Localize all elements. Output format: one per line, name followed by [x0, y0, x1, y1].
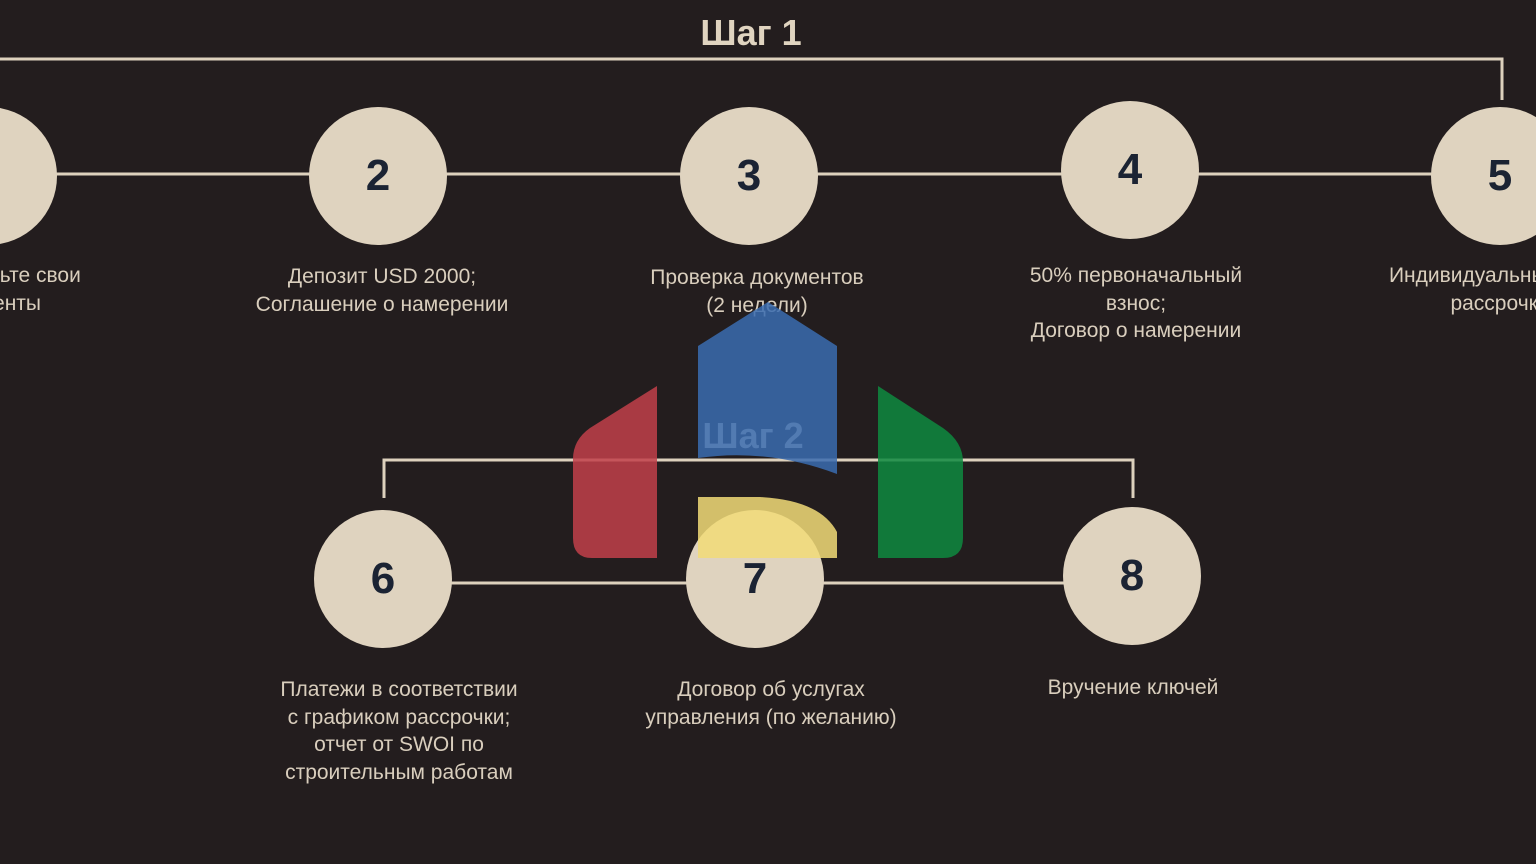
- step-number-6: 6: [370, 554, 396, 603]
- step-node-4: 4: [1061, 101, 1199, 239]
- step-number-7: 7: [742, 554, 768, 603]
- step1-title: Шаг 1: [700, 12, 802, 53]
- step-caption-2: Депозит USD 2000; Соглашение о намерении: [255, 265, 509, 316]
- step-caption-1: Предоставьте свои документы: [0, 264, 81, 315]
- step-number-2: 2: [365, 151, 391, 200]
- step-caption-4: 50% первоначальный взнос; Договор о наме…: [1029, 264, 1243, 342]
- step-node-8: 8: [1063, 507, 1201, 645]
- step-node-7: 7: [686, 510, 824, 648]
- step-caption-7: Договор об услугах управления (по желани…: [645, 678, 897, 729]
- step-number-5: 5: [1487, 151, 1513, 200]
- step-caption-5: Индивидуальный план рассрочки: [1388, 264, 1536, 315]
- step1-bracket-line: [0, 57, 1504, 100]
- step-node-6: 6: [314, 510, 452, 648]
- step2-bracket-line: [382, 458, 1135, 498]
- step-number-3: 3: [736, 151, 762, 200]
- step-node-5: 5: [1431, 107, 1536, 245]
- step-number-8: 8: [1119, 551, 1145, 600]
- step-node-3: 3: [680, 107, 818, 245]
- step-caption-6: Платежи в соответствии с графиком рассро…: [280, 678, 518, 784]
- step-caption-8: Вручение ключей: [1047, 676, 1219, 699]
- step-caption-3: Проверка документов (2 недели): [650, 266, 864, 317]
- step-node-2: 2: [309, 107, 447, 245]
- step2-title: Шаг 2: [702, 415, 804, 456]
- step-number-4: 4: [1117, 145, 1143, 194]
